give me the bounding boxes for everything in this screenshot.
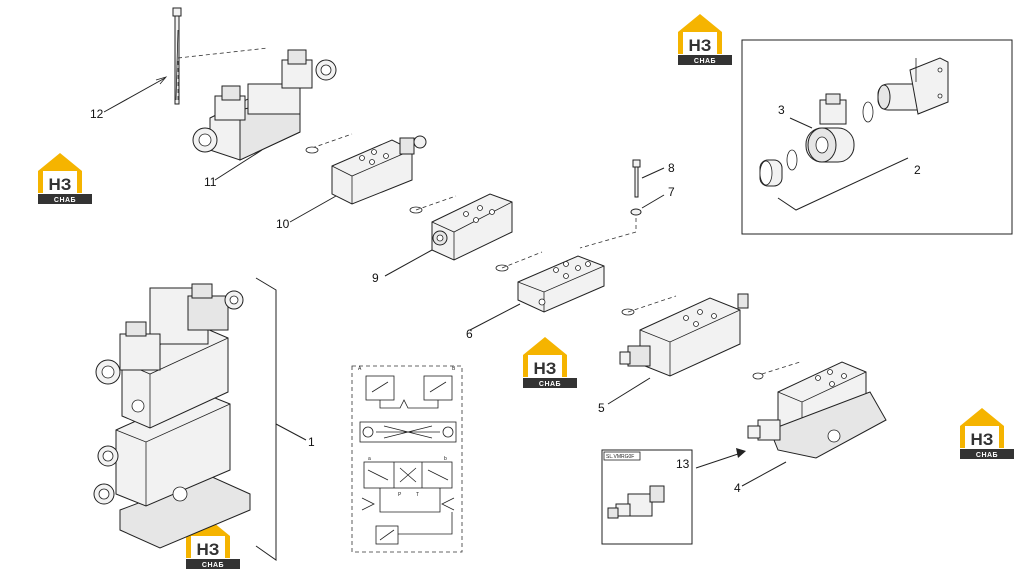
part-9-block bbox=[384, 193, 513, 277]
schematic-port-t: T bbox=[416, 492, 419, 498]
schematic-port-b-mid: b bbox=[444, 456, 447, 462]
svg-text:НЗ: НЗ bbox=[49, 175, 72, 194]
svg-text:СНАБ: СНАБ bbox=[54, 197, 76, 204]
schematic-port-b-top: B bbox=[452, 366, 456, 372]
svg-text:СНАБ: СНАБ bbox=[976, 452, 998, 459]
callout-6: 6 bbox=[466, 327, 473, 341]
callout-12: 12 bbox=[90, 107, 104, 121]
part-8-screw bbox=[632, 159, 665, 198]
part-12-bolt bbox=[103, 7, 182, 113]
watermark-logo-top: НЗ СНАБ bbox=[678, 14, 732, 65]
callout-13: 13 bbox=[676, 457, 690, 471]
callout-10: 10 bbox=[276, 217, 290, 231]
part-10-block bbox=[289, 133, 427, 223]
callout-4: 4 bbox=[734, 481, 741, 495]
svg-text:СНАБ: СНАБ bbox=[539, 381, 561, 388]
kit-label: SL.VMRG0F bbox=[606, 454, 634, 460]
part-6-block bbox=[469, 251, 605, 331]
part-2-solenoid-kit-box bbox=[741, 39, 1013, 235]
svg-text:СНАБ: СНАБ bbox=[694, 58, 716, 65]
part-7-washer bbox=[579, 194, 665, 249]
watermark-logo-left: НЗ СНАБ bbox=[38, 153, 92, 204]
svg-text:НЗ: НЗ bbox=[197, 540, 220, 559]
hydraulic-schematic: A B a b P T bbox=[351, 365, 463, 553]
part-11-solenoid-valve bbox=[177, 47, 337, 181]
schematic-port-p: P bbox=[398, 492, 402, 498]
watermark-logo-right: НЗ СНАБ bbox=[960, 408, 1014, 459]
callout-8: 8 bbox=[668, 161, 675, 175]
callout-7: 7 bbox=[668, 185, 675, 199]
svg-text:СНАБ: СНАБ bbox=[202, 562, 224, 569]
callout-5: 5 bbox=[598, 401, 605, 415]
callout-11: 11 bbox=[204, 175, 217, 189]
callout-3: 3 bbox=[778, 103, 785, 117]
svg-text:НЗ: НЗ bbox=[689, 36, 712, 55]
part-13-kit-box: SL.VMRG0F bbox=[601, 448, 746, 545]
svg-text:НЗ: НЗ bbox=[971, 430, 994, 449]
callout-9: 9 bbox=[372, 271, 379, 285]
watermark-logo-center: НЗ СНАБ bbox=[523, 337, 577, 388]
part-1-valve-assembly bbox=[93, 277, 307, 561]
part-4-subplate bbox=[741, 361, 887, 487]
callout-2: 2 bbox=[914, 163, 921, 177]
svg-text:НЗ: НЗ bbox=[534, 359, 557, 378]
part-5-block bbox=[607, 293, 749, 405]
callout-1: 1 bbox=[308, 435, 315, 449]
schematic-port-a-top: A bbox=[358, 366, 362, 372]
schematic-port-a-mid: a bbox=[368, 456, 371, 462]
